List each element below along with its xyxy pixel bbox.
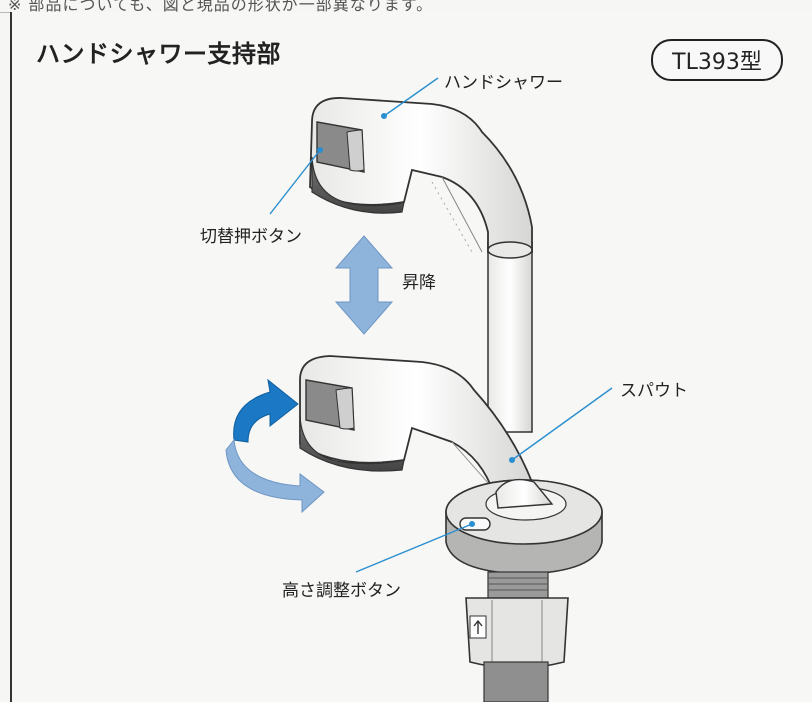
model-badge: TL393型 [651, 39, 783, 81]
rotation-arrow-icon [225, 378, 325, 514]
top-strip-text: ※ 部品についても、図と現品の形状が一部異なります。 [8, 0, 434, 13]
diagram-panel: ハンドシャワー支持部 TL393型 [10, 12, 812, 702]
label-raise-lower: 昇降 [400, 268, 438, 293]
callout-line-hand-shower [383, 77, 439, 117]
height-adjust-ring [445, 478, 603, 575]
upper-hand-shower [309, 97, 533, 259]
thread-connector [465, 571, 569, 702]
label-switch-button: 切替押ボタン [198, 222, 304, 247]
faucet-illustration [225, 77, 613, 702]
label-hand-shower: ハンドシャワー [442, 68, 565, 93]
page-title: ハンドシャワー支持部 [36, 40, 281, 68]
label-height-button: 高さ調整ボタン [280, 576, 403, 601]
callout-line-switch-button [269, 149, 321, 215]
label-spout: スパウト [618, 376, 690, 401]
callout-line-spout [511, 387, 613, 461]
callout-line-height-button [355, 523, 473, 573]
lower-hand-shower [299, 355, 534, 496]
upper-pipe [487, 241, 533, 433]
raise-lower-arrow-icon [334, 235, 394, 335]
